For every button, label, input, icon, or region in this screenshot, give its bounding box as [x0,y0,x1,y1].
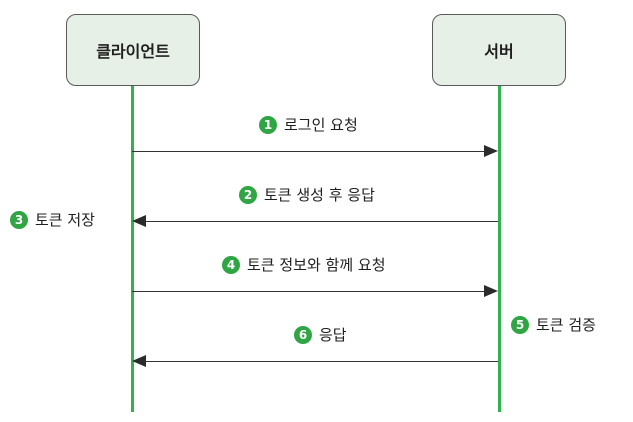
client-lifeline [131,86,134,412]
step-5-text: 토큰 검증 [536,316,596,334]
server-lifeline [498,86,501,412]
step-3-text: 토큰 저장 [35,211,95,229]
step-1-text: 로그인 요청 [284,116,358,134]
step-2-badge: 2 [239,185,257,204]
step-3-label: 3 토큰 저장 [10,209,95,230]
message-1-line [132,151,484,152]
step-4-text: 토큰 정보와 함께 요청 [247,256,386,274]
message-4-line [132,291,484,292]
step-1-label: 1 로그인 요청 [259,114,358,135]
step-2-label: 2 토큰 생성 후 응답 [239,184,375,205]
step-1-badge: 1 [259,115,277,134]
arrow-right-icon [484,145,498,157]
arrow-right-icon [484,285,498,297]
step-6-text: 응답 [319,326,347,344]
message-6-line [146,361,498,362]
step-4-label: 4 토큰 정보와 함께 요청 [222,254,386,275]
message-2-line [146,221,498,222]
step-5-badge: 5 [511,315,529,334]
step-3-badge: 3 [10,210,28,229]
step-5-label: 5 토큰 검증 [511,314,596,335]
server-actor-box: 서버 [432,14,566,86]
step-6-label: 6 응답 [294,324,347,345]
arrow-left-icon [132,355,146,367]
step-6-badge: 6 [294,325,312,344]
step-4-badge: 4 [222,255,240,274]
server-actor-label: 서버 [484,42,514,61]
client-actor-label: 클라이언트 [96,42,170,61]
arrow-left-icon [132,215,146,227]
step-2-text: 토큰 생성 후 응답 [264,186,375,204]
client-actor-box: 클라이언트 [66,14,200,86]
